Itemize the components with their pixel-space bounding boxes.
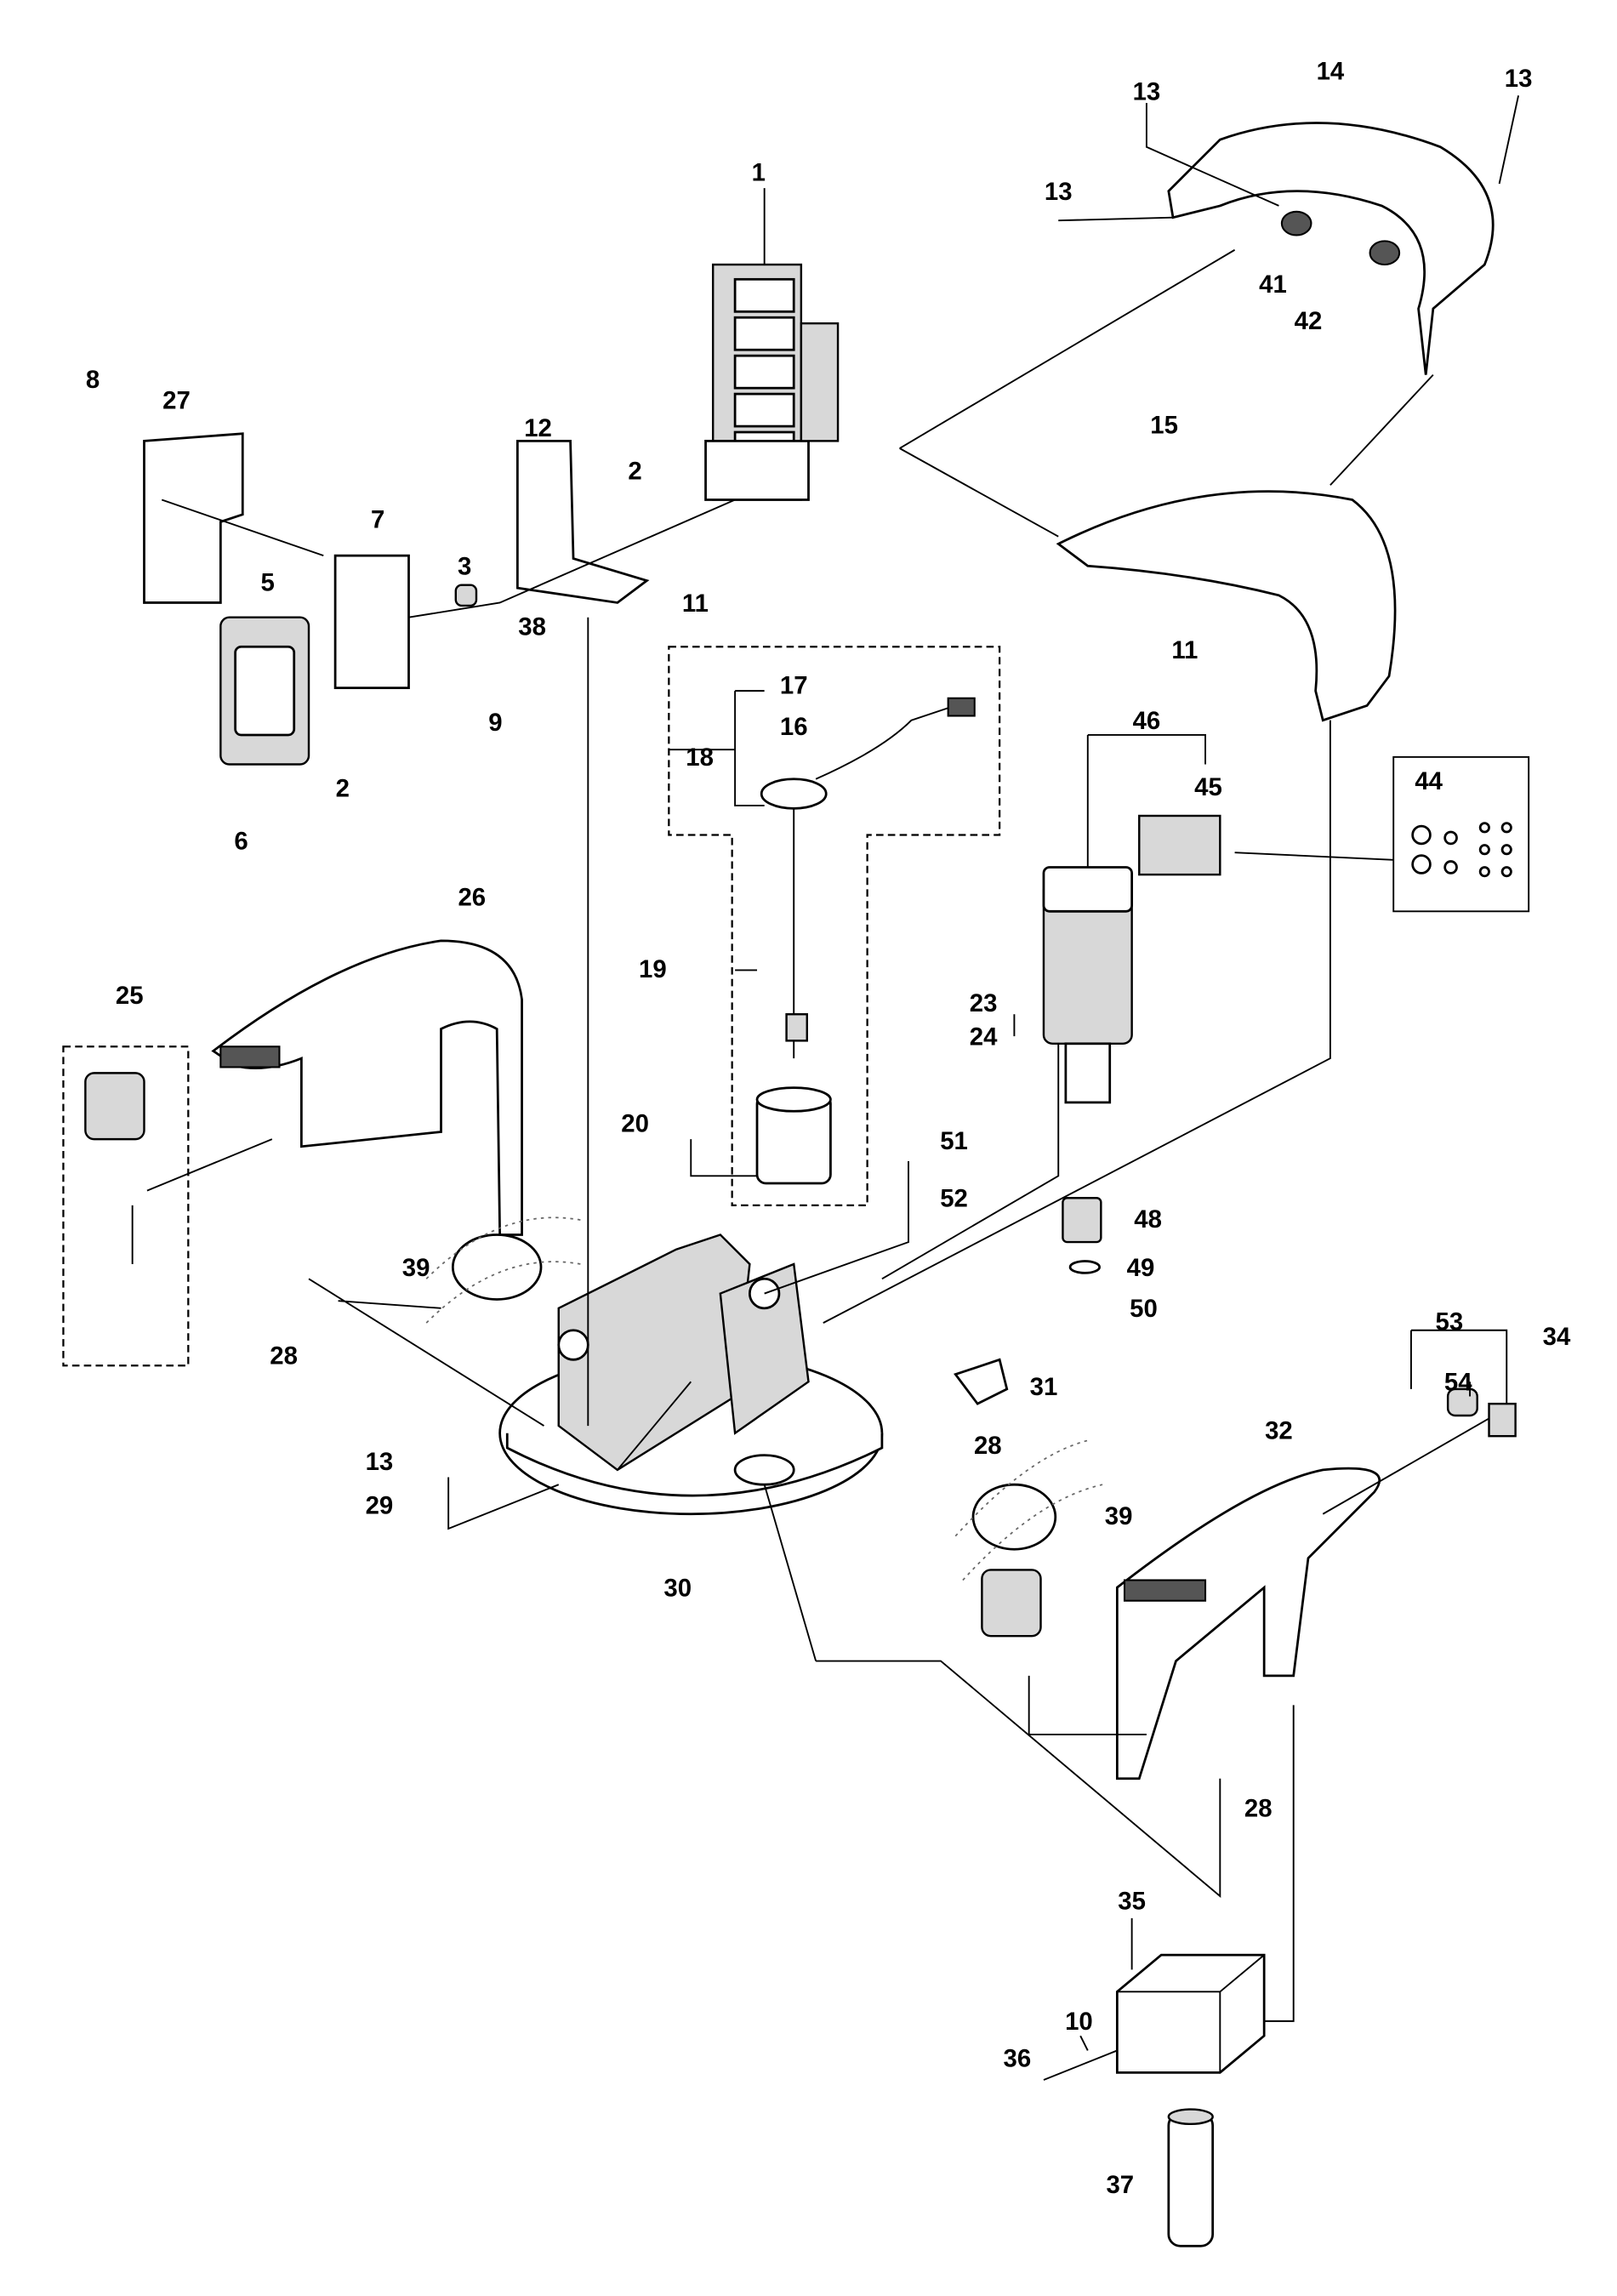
callout-38: 38 — [518, 612, 546, 641]
part-drawings — [62, 122, 1530, 2248]
callout-18: 18 — [686, 743, 714, 772]
valve-block — [704, 263, 840, 501]
callout-36: 36 — [1004, 2044, 1032, 2072]
callout-27: 27 — [162, 386, 191, 414]
light-housing-right — [1115, 1467, 1381, 1780]
callout-11: 11 — [1171, 636, 1198, 664]
callout-11: 11 — [682, 590, 709, 618]
callout-42: 42 — [1295, 307, 1323, 335]
callout-53: 53 — [1436, 1308, 1464, 1336]
turntable-base — [498, 1233, 884, 1516]
callout-23: 23 — [970, 989, 998, 1017]
callout-28: 28 — [974, 1432, 1002, 1460]
callout-37: 37 — [1106, 2171, 1134, 2199]
callout-9: 9 — [488, 709, 502, 737]
callout-31: 31 — [1030, 1373, 1058, 1401]
callout-13: 13 — [1505, 65, 1533, 93]
callout-29: 29 — [366, 1492, 394, 1520]
sensor-kit-outline — [668, 646, 1001, 1207]
callout-32: 32 — [1265, 1417, 1293, 1445]
callout-15: 15 — [1150, 412, 1178, 440]
callout-13: 13 — [1133, 77, 1161, 105]
callout-24: 24 — [970, 1023, 998, 1051]
callout-50: 50 — [1130, 1295, 1158, 1323]
callout-46: 46 — [1133, 707, 1161, 735]
callout-45: 45 — [1194, 773, 1222, 801]
callout-3: 3 — [458, 553, 471, 581]
leader-lines — [131, 95, 1520, 2081]
callout-20: 20 — [621, 1109, 649, 1137]
callout-25: 25 — [116, 982, 144, 1010]
callout-54: 54 — [1444, 1369, 1472, 1397]
callout-10: 10 — [1065, 2008, 1093, 2036]
callout-8: 8 — [86, 366, 100, 394]
callout-14: 14 — [1317, 57, 1345, 85]
callout-1: 1 — [752, 159, 766, 187]
callout-13: 13 — [1045, 178, 1073, 206]
callout-51: 51 — [940, 1127, 968, 1155]
junction-box — [1115, 1953, 1266, 2074]
callout-52: 52 — [940, 1185, 968, 1213]
callout-17: 17 — [780, 672, 808, 700]
guard-cover — [1167, 122, 1495, 375]
seal-kit-box — [1392, 755, 1530, 913]
callout-5: 5 — [260, 569, 274, 597]
callout-19: 19 — [639, 955, 667, 983]
callout-39: 39 — [402, 1254, 430, 1282]
light-housing-left — [211, 939, 523, 1236]
callout-48: 48 — [1134, 1205, 1162, 1233]
callout-44: 44 — [1415, 767, 1443, 795]
work-light-kit-outline — [62, 1045, 190, 1367]
callout-41: 41 — [1259, 271, 1287, 299]
callout-28: 28 — [1244, 1795, 1273, 1823]
callout-49: 49 — [1127, 1254, 1155, 1282]
callout-6: 6 — [234, 828, 248, 856]
callout-34: 34 — [1543, 1323, 1571, 1351]
callout-7: 7 — [371, 505, 384, 533]
callout-39: 39 — [1105, 1502, 1133, 1530]
callout-35: 35 — [1118, 1888, 1146, 1916]
callout-13: 13 — [366, 1448, 394, 1476]
shield — [1056, 490, 1397, 722]
callout-26: 26 — [458, 883, 486, 911]
callout-2: 2 — [628, 457, 641, 485]
callout-16: 16 — [780, 713, 808, 741]
callout-12: 12 — [524, 414, 552, 442]
callout-30: 30 — [663, 1575, 692, 1603]
callout-28: 28 — [270, 1342, 298, 1370]
callout-2: 2 — [336, 775, 350, 803]
